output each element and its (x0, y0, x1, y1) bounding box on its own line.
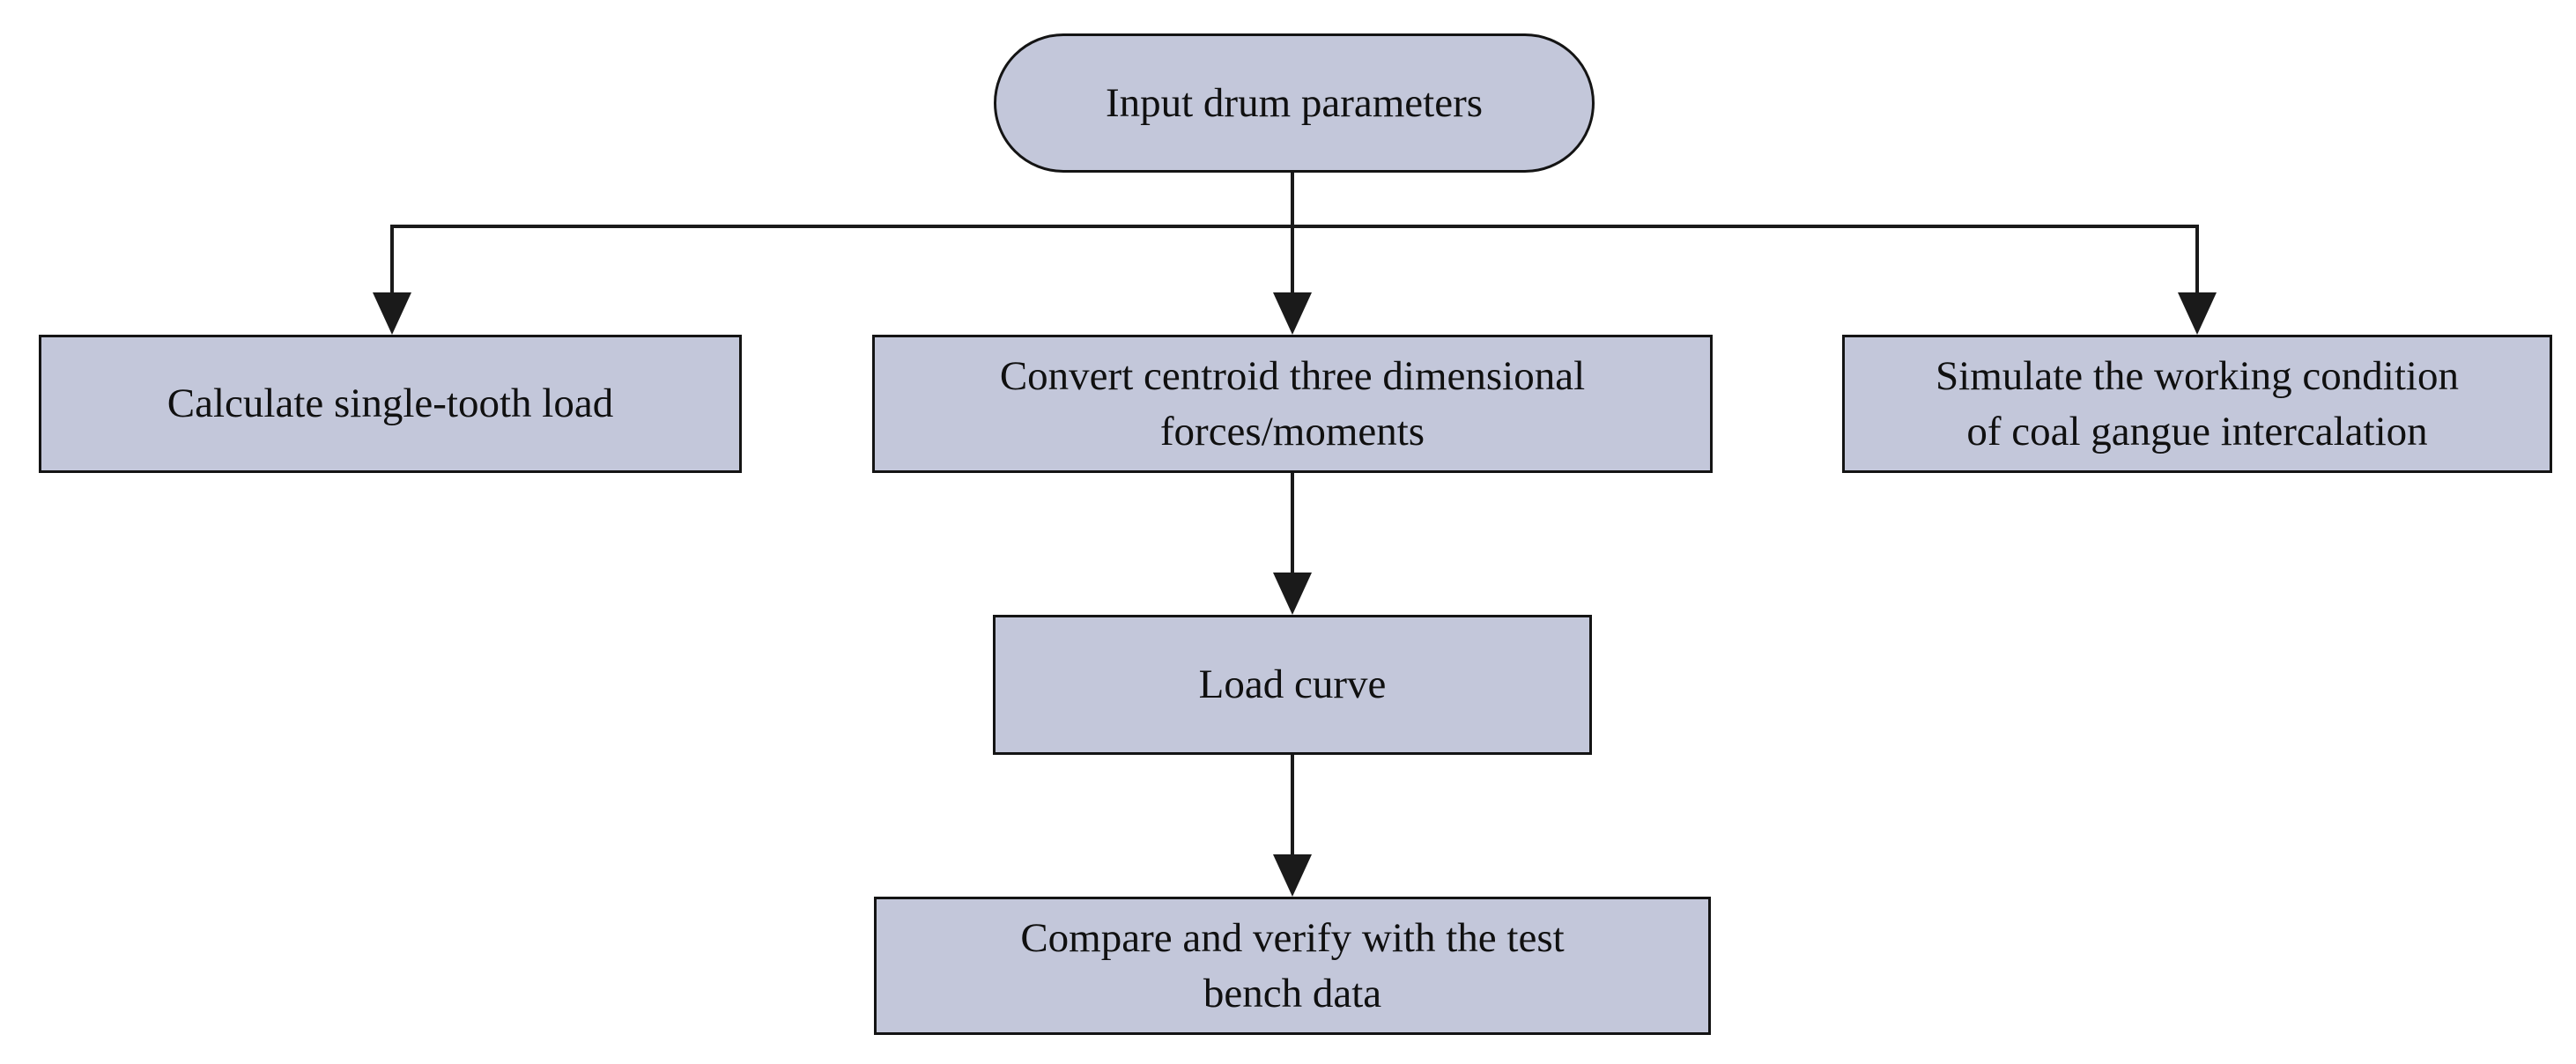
arrowhead-down-icon (2178, 292, 2217, 335)
arrowhead-down-icon (373, 292, 411, 335)
connector-branch-right (2195, 225, 2199, 296)
connector-branch-horizontal (390, 225, 2199, 228)
connector-load-to-compare (1291, 753, 1294, 858)
connector-branch-left (390, 225, 394, 296)
arrowhead-down-icon (1273, 573, 1312, 615)
process-node-compare-verify-test-bench: Compare and verify with the test bench d… (874, 897, 1711, 1035)
connector-input-trunk (1291, 171, 1294, 296)
process-node-convert-centroid-forces-moments: Convert centroid three dimensional force… (872, 335, 1713, 473)
process-node-calculate-single-tooth-load: Calculate single-tooth load (39, 335, 742, 473)
start-node-input-drum-parameters: Input drum parameters (994, 33, 1595, 173)
process-node-simulate-coal-gangue-intercalation: Simulate the working condition of coal g… (1842, 335, 2552, 473)
process-node-load-curve: Load curve (993, 615, 1592, 755)
connector-convert-to-load (1291, 471, 1294, 576)
arrowhead-down-icon (1273, 854, 1312, 897)
arrowhead-down-icon (1273, 292, 1312, 335)
